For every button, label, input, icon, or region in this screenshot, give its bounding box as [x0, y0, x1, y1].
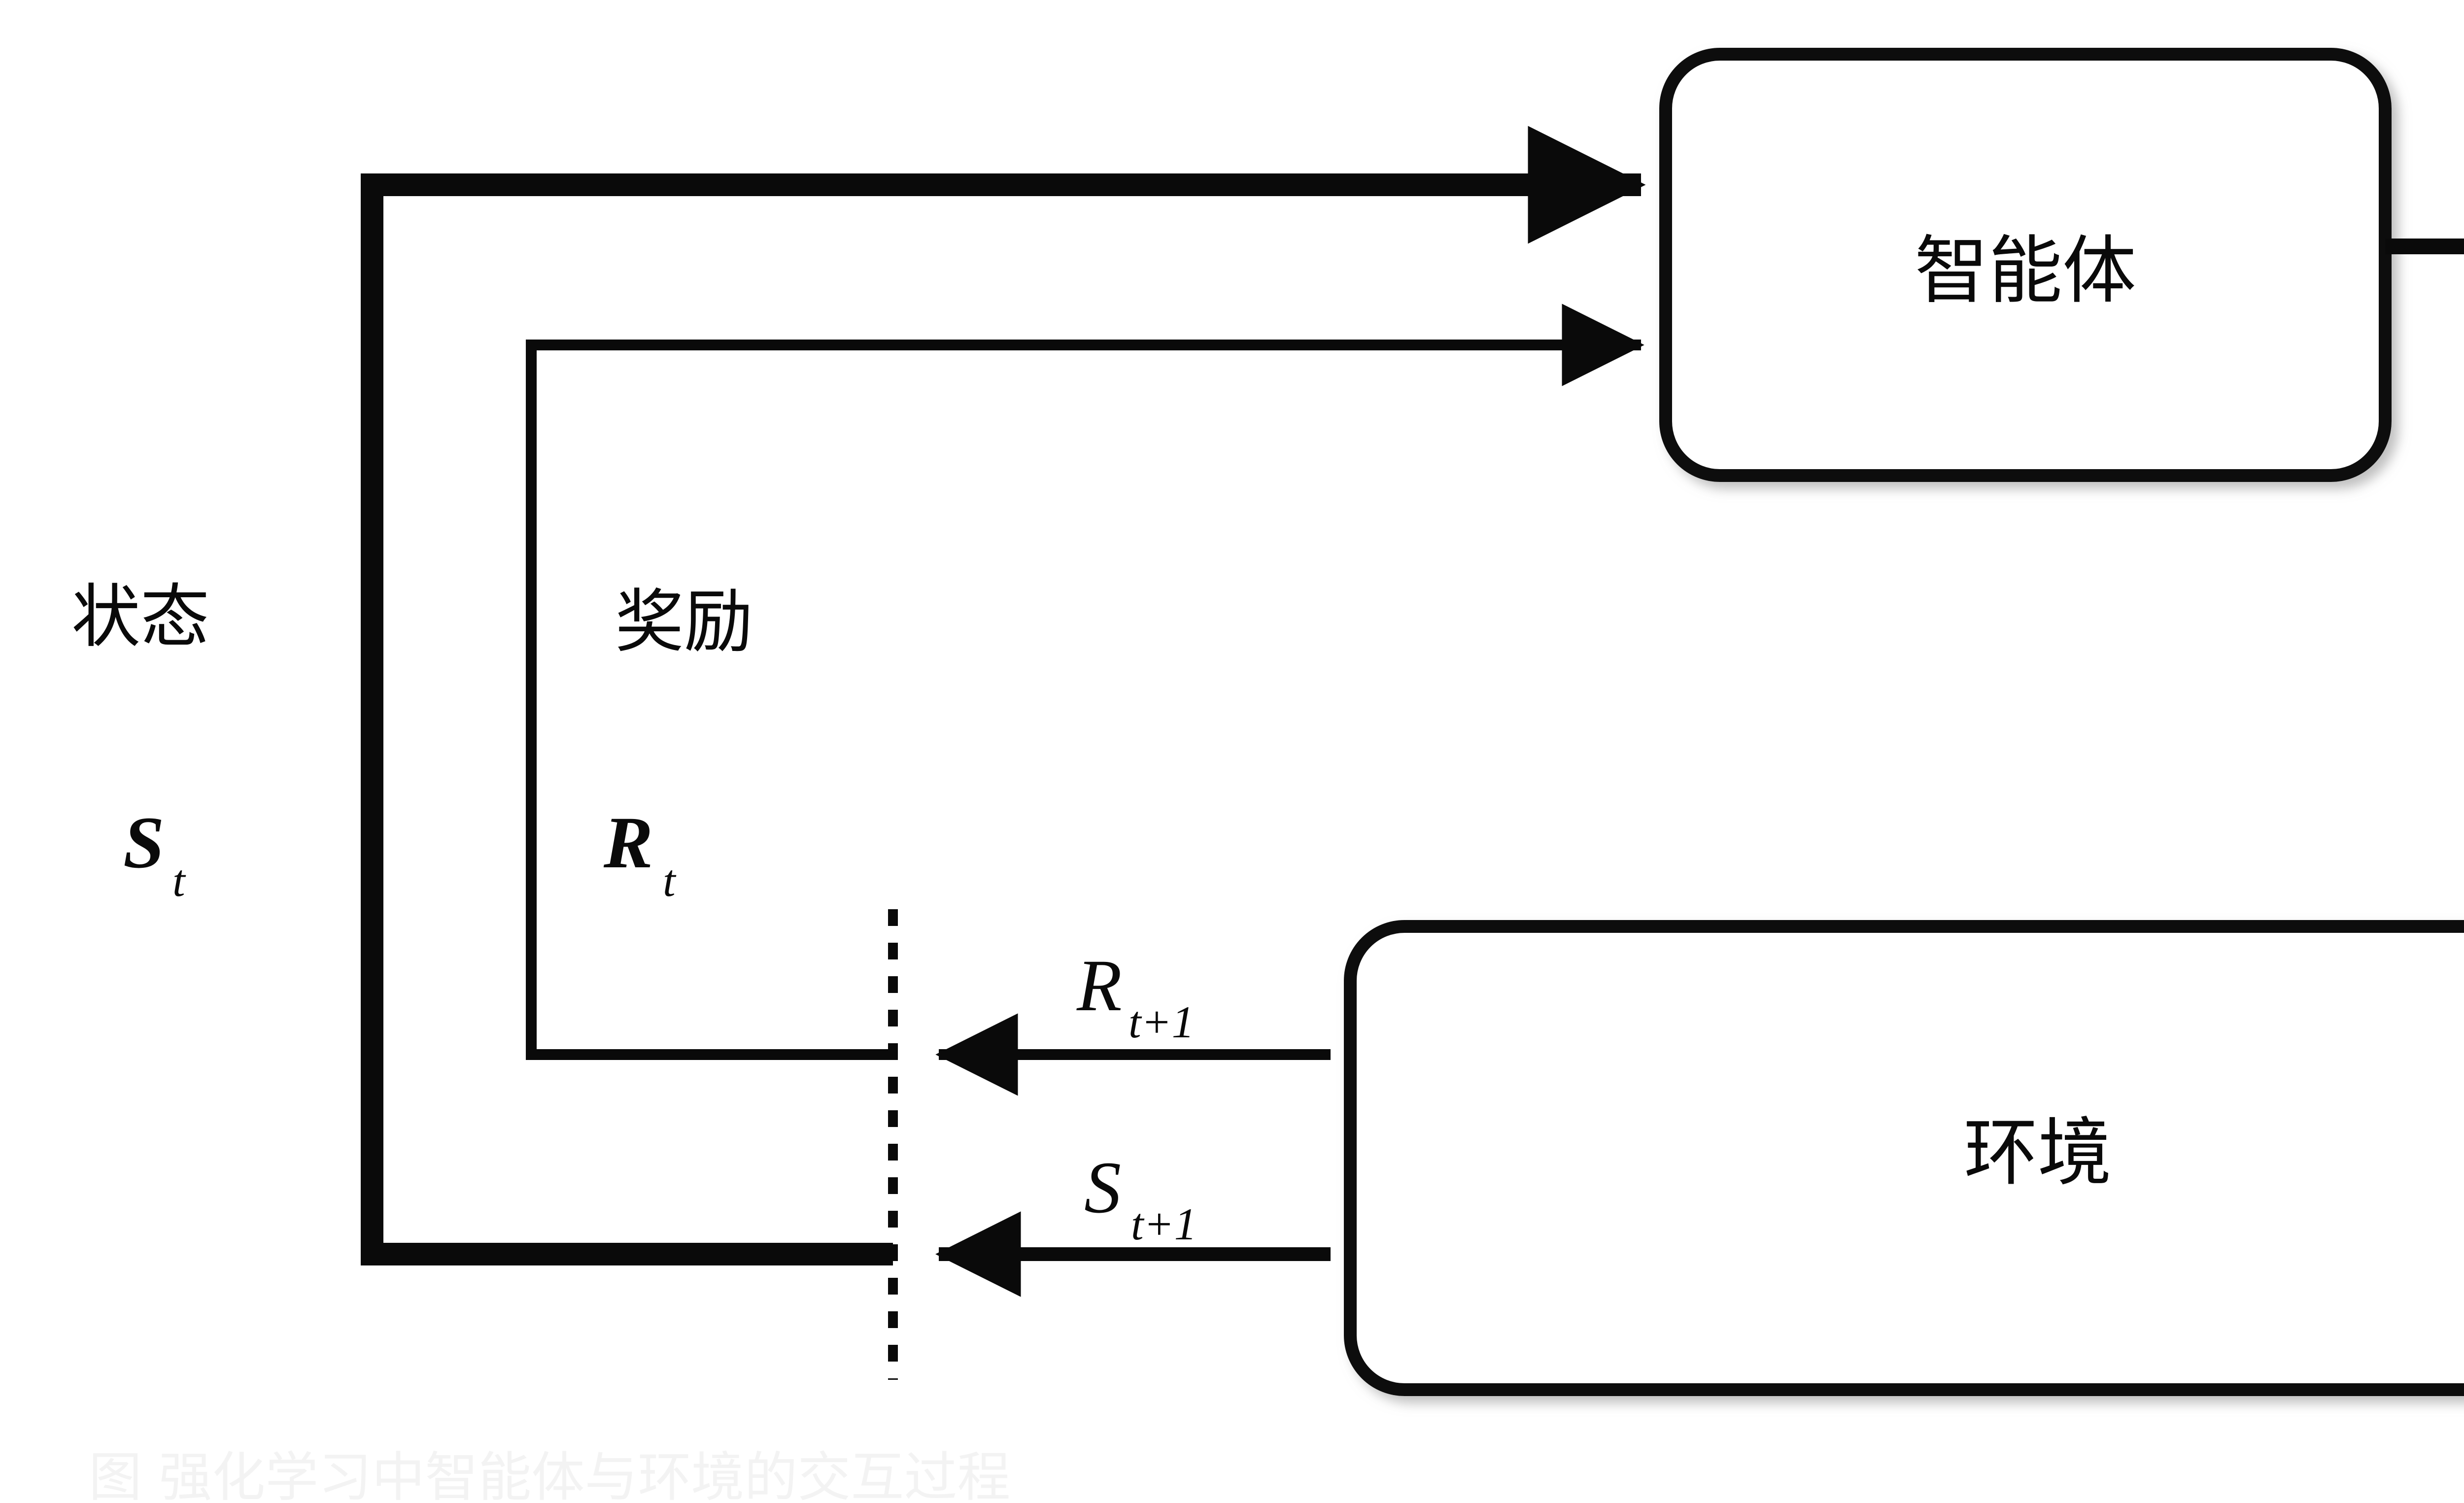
next-reward-label-group: R t+1: [1076, 945, 1195, 1047]
reward-symbol-subscript: t: [663, 855, 677, 906]
state-symbol: S: [123, 802, 164, 884]
state-symbol-subscript: t: [172, 855, 186, 906]
next-state-symbol: S: [1084, 1147, 1121, 1229]
reward-symbol: R: [603, 802, 653, 884]
next-reward-subscript: t+1: [1129, 997, 1195, 1047]
agent-box-shape: [1659, 48, 2392, 482]
next-state-label-group: S t+1: [1084, 1147, 1197, 1249]
next-state-subscript: t+1: [1131, 1199, 1197, 1249]
environment-label: 环境: [1964, 1110, 2112, 1196]
state-flow-path[interactable]: [361, 126, 1646, 1265]
state-label-group: 状态 S t: [71, 577, 209, 906]
environment-box-shape: [1344, 920, 2464, 1396]
state-label-cn: 状态: [71, 577, 209, 657]
next-reward-symbol: R: [1076, 945, 1122, 1026]
reward-label-group: 奖励 R t: [603, 582, 753, 906]
figure-caption: 图 强化学习中智能体与环境的交互过程: [89, 1447, 1010, 1503]
agent-label: 智能体: [1915, 228, 2136, 314]
agent-node[interactable]: 智能体: [1659, 48, 2392, 482]
reward-flow-path[interactable]: [526, 304, 1644, 1060]
environment-node[interactable]: 环境: [1344, 920, 2464, 1396]
reward-label-cn: 奖励: [615, 582, 753, 662]
